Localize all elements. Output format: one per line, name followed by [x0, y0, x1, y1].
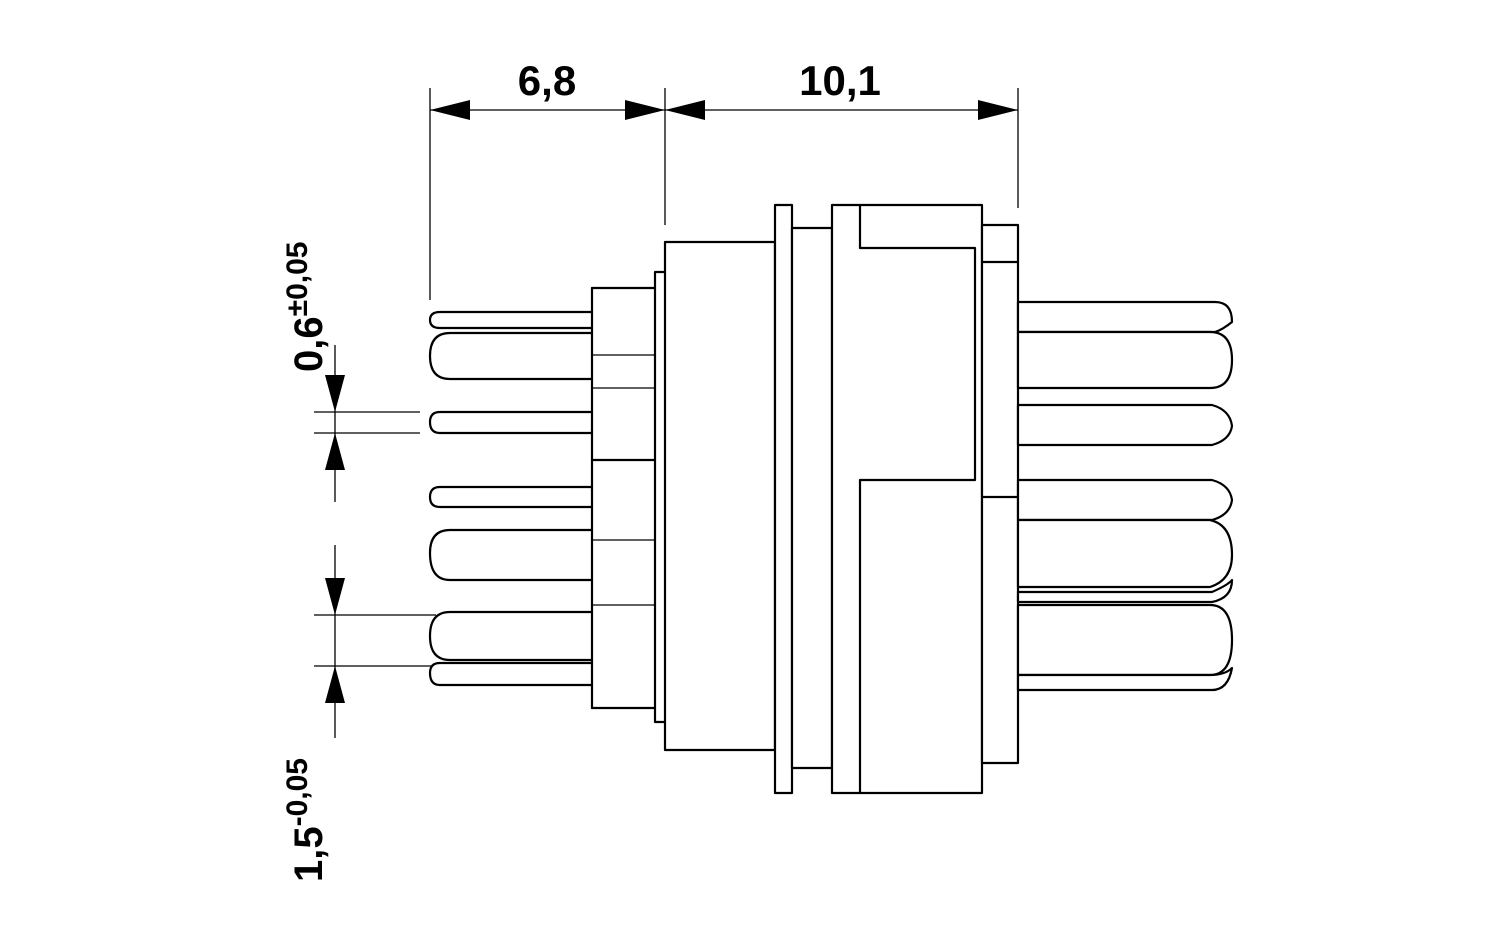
left-pin-4 — [428, 485, 592, 509]
front-housing — [790, 226, 834, 770]
dimension-10-1: 10,1 — [799, 57, 881, 104]
right-pin-3 — [1016, 403, 1234, 447]
main-housing — [830, 203, 984, 795]
left-pin-7 — [428, 610, 592, 662]
rear-flange — [663, 240, 777, 752]
dimension-6-8: 6,8 — [518, 57, 576, 104]
left-collar — [590, 270, 667, 724]
right-pin-1 — [1016, 300, 1234, 334]
right-pins — [1016, 300, 1234, 692]
right-pin-6 — [1016, 578, 1234, 604]
dimension-pin-diameter: 0,6±0,05 — [281, 242, 331, 372]
arrow-0-6-bottom — [325, 433, 345, 470]
arrow-10-1-left — [665, 100, 705, 120]
arrow-1-5-top — [325, 578, 345, 615]
left-pin-1 — [428, 310, 592, 330]
left-dimension-lines — [314, 345, 436, 738]
left-pin-2 — [428, 331, 592, 381]
left-pin-6 — [428, 661, 592, 687]
left-pins — [428, 310, 592, 687]
arrow-6-8-right — [625, 100, 665, 120]
right-pin-5 — [1016, 518, 1234, 589]
left-pin-5 — [428, 528, 592, 582]
top-dimension-lines — [429, 88, 1019, 300]
right-pin-2 — [1016, 330, 1234, 390]
arrow-6-8-left — [430, 100, 470, 120]
arrow-0-6-top — [325, 375, 345, 412]
arrow-10-1-right — [978, 100, 1018, 120]
right-pin-8 — [1016, 666, 1234, 692]
mounting-flange — [773, 203, 794, 795]
right-pin-4 — [1016, 478, 1234, 522]
dimension-pin-pitch: 1,5-0,05 — [281, 758, 331, 882]
connector-body — [663, 203, 1020, 795]
left-pin-3 — [428, 410, 592, 435]
arrow-1-5-bottom — [325, 666, 345, 703]
right-pin-7 — [1016, 603, 1234, 677]
front-collar — [980, 223, 1020, 765]
